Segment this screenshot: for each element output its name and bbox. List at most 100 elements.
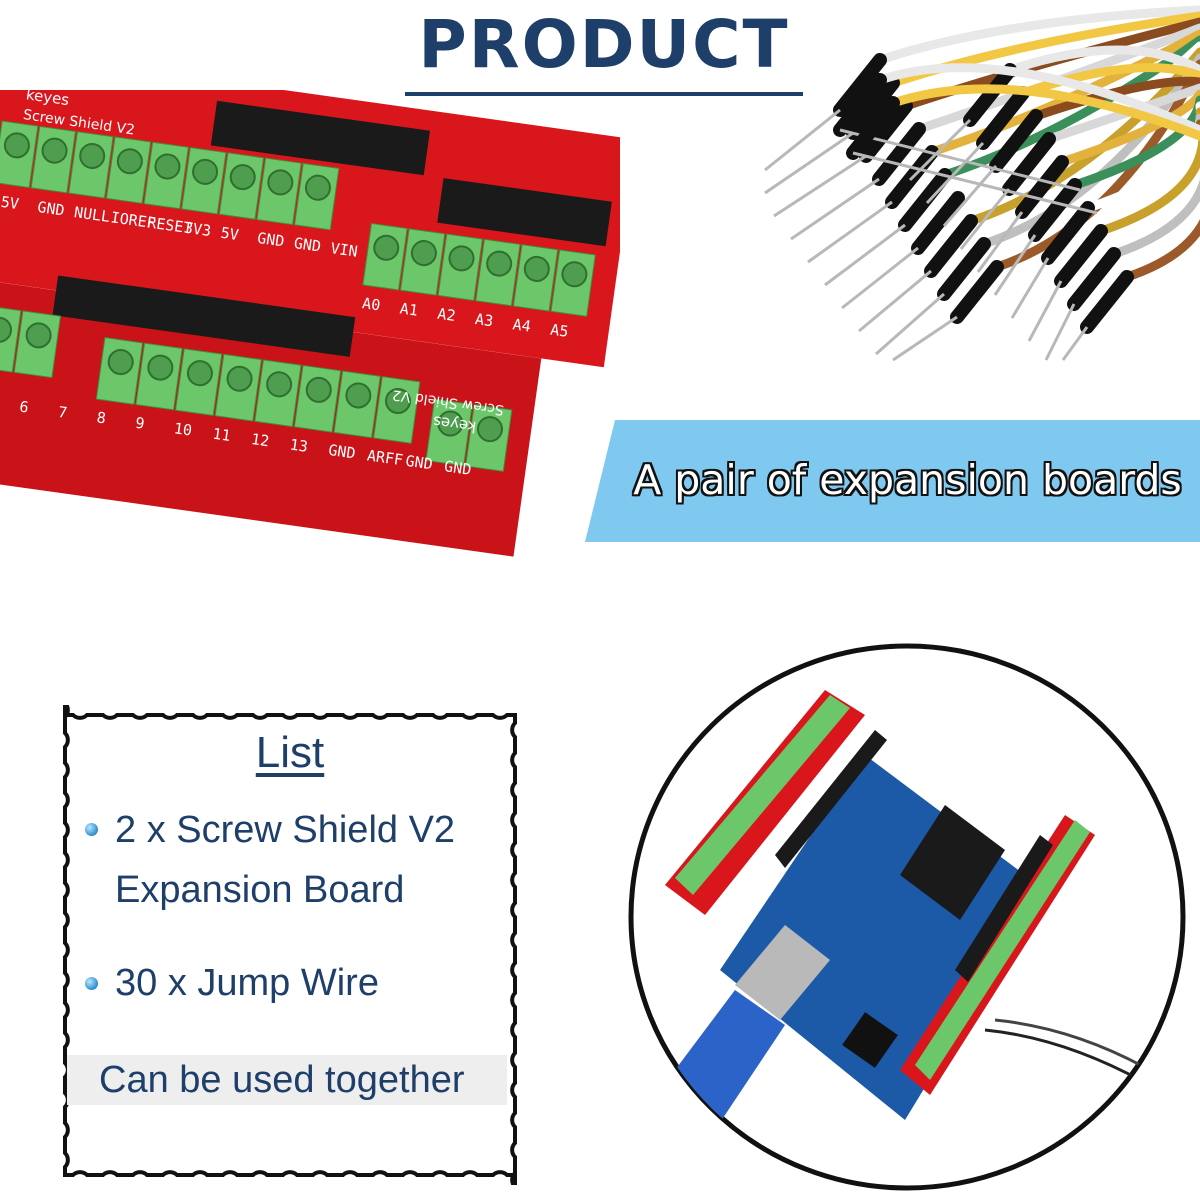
wire-connector xyxy=(1002,132,1056,196)
wire-connector xyxy=(833,73,887,137)
screw-head xyxy=(226,365,253,392)
pin-label: GND xyxy=(443,457,472,479)
screw-head xyxy=(0,316,13,343)
pin-label: 7 xyxy=(57,403,68,422)
list-item-2: 30 x Jump Wire xyxy=(115,962,379,1004)
top-board-brand: keyes xyxy=(25,90,71,109)
list-title: List xyxy=(255,728,325,777)
pin-label: GND xyxy=(293,234,322,256)
screw-head xyxy=(267,169,294,196)
screw-head xyxy=(266,371,293,398)
title-text: PRODUCT xyxy=(418,6,790,83)
screw-head xyxy=(448,245,475,272)
wire-pin xyxy=(942,165,998,227)
wire-strand xyxy=(1122,119,1200,282)
power-jack xyxy=(842,1012,898,1068)
right-terminal-strip xyxy=(915,820,1090,1080)
wire-pin xyxy=(764,131,854,195)
usb-port xyxy=(735,925,830,1020)
wire-connector xyxy=(1067,247,1121,311)
pin-label: 5V xyxy=(220,224,240,244)
pin-label: GND xyxy=(36,198,65,220)
wire-connector xyxy=(950,260,1004,324)
pin-label: 10 xyxy=(173,419,193,439)
wire-pin xyxy=(773,154,867,218)
pin-label: ARFF xyxy=(366,446,404,469)
pin-label: NULL xyxy=(73,203,111,226)
wire-pin xyxy=(1027,280,1063,342)
page-title: PRODUCT xyxy=(405,6,803,98)
pin-label: A3 xyxy=(474,310,494,330)
screw-head xyxy=(116,148,143,175)
wire-connector xyxy=(989,109,1043,173)
wire-strand xyxy=(1018,63,1200,98)
wire-pin xyxy=(925,141,985,205)
footer-highlight xyxy=(67,1055,507,1105)
wire-pin xyxy=(1010,257,1050,319)
wire-pin xyxy=(824,223,906,287)
screw-head xyxy=(410,240,437,267)
screw-head xyxy=(3,132,30,159)
wire-pin xyxy=(875,292,945,356)
screw-head xyxy=(523,255,550,282)
screw-head xyxy=(186,360,213,387)
right-header xyxy=(955,835,1053,982)
wire-pin xyxy=(1061,326,1089,361)
wire-connector xyxy=(937,237,991,301)
pin-label: A2 xyxy=(436,305,456,325)
screw-head xyxy=(41,137,68,164)
screw-head xyxy=(373,234,400,261)
wires-svg xyxy=(764,5,1200,362)
wire-connector xyxy=(846,96,900,160)
pin-label: GND xyxy=(256,229,285,251)
left-header xyxy=(775,730,887,868)
screw-head xyxy=(305,376,332,403)
wire-connector xyxy=(1041,201,1095,265)
wire-pin xyxy=(807,200,893,264)
pin-label: 6 xyxy=(18,397,29,416)
screw-head xyxy=(79,142,106,169)
list-bullet-icon xyxy=(85,823,98,836)
wire-connector xyxy=(1054,224,1108,288)
pin-label: 11 xyxy=(211,425,231,445)
jumper-wires-illustration xyxy=(760,0,1200,370)
wire-connector xyxy=(911,191,965,255)
wire-strand xyxy=(875,63,1200,135)
banner-shape xyxy=(585,420,1200,542)
screw-head xyxy=(384,388,411,415)
screw-head xyxy=(154,153,181,180)
pin-label: 13 xyxy=(289,435,309,455)
title-underline xyxy=(405,92,803,96)
top-header-1 xyxy=(210,100,430,176)
screw-head xyxy=(107,349,134,376)
screw-head xyxy=(192,158,219,185)
pin-label: 5V xyxy=(0,193,20,213)
wire-pin xyxy=(764,108,841,172)
pin-label: A4 xyxy=(512,315,532,335)
wire-pin xyxy=(976,211,1024,273)
pin-label: 8 xyxy=(96,408,107,427)
wire-connector xyxy=(1015,155,1069,219)
wire-pin xyxy=(993,234,1037,296)
list-bullet-icon xyxy=(85,977,98,990)
screw-head xyxy=(561,261,588,288)
wire-pin xyxy=(790,177,880,241)
wire-pin xyxy=(841,246,919,310)
list-item-1-line-2: Expansion Board xyxy=(115,869,405,911)
pin-label: GND xyxy=(327,441,356,463)
wire-connector xyxy=(872,122,926,186)
wire-connector xyxy=(1028,178,1082,242)
package-list-card: List 2 x Screw Shield V2 Expansion Board… xyxy=(55,705,525,1185)
wire-pin xyxy=(858,269,932,333)
pin-label: GND xyxy=(405,452,434,474)
wire-strand xyxy=(888,84,1200,141)
pin-label: 9 xyxy=(134,414,145,433)
wire-strand xyxy=(1109,113,1200,259)
wire-connector xyxy=(924,214,978,278)
pin-label: A0 xyxy=(361,294,381,314)
wire-connector xyxy=(846,76,900,140)
circle-photo-svg xyxy=(628,643,1186,1191)
microcontroller-chip xyxy=(900,805,1005,920)
